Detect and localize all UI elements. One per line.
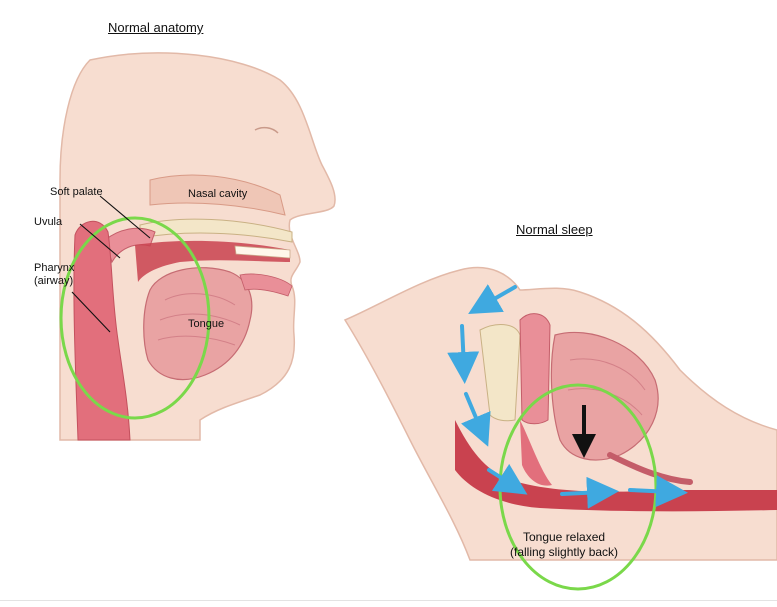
upright-head [59,52,336,441]
nasal-cavity-label: Nasal cavity [188,188,248,200]
bottom-divider [0,600,777,601]
soft-palate-label: Soft palate [50,186,103,198]
pharynx-label: Pharynx (airway) [34,262,74,288]
sleeping-head [343,266,777,561]
caption-line2: (falling slightly back) [510,545,619,559]
normal-sleep-title: Normal sleep [516,222,593,237]
leader-lines [71,195,151,333]
tongue-relaxed-caption: Tongue relaxed (falling slightly back) [510,530,618,560]
airway-highlight-circle-left [59,216,211,420]
tongue-label: Tongue [188,318,225,330]
normal-anatomy-title: Normal anatomy [108,20,204,35]
pharynx-label-line1: Pharynx [34,262,75,274]
airflow-arrows [447,284,688,509]
uvula-label: Uvula [34,216,63,228]
caption-line1: Tongue relaxed [522,530,606,544]
pharynx-label-line2: (airway) [34,275,74,287]
